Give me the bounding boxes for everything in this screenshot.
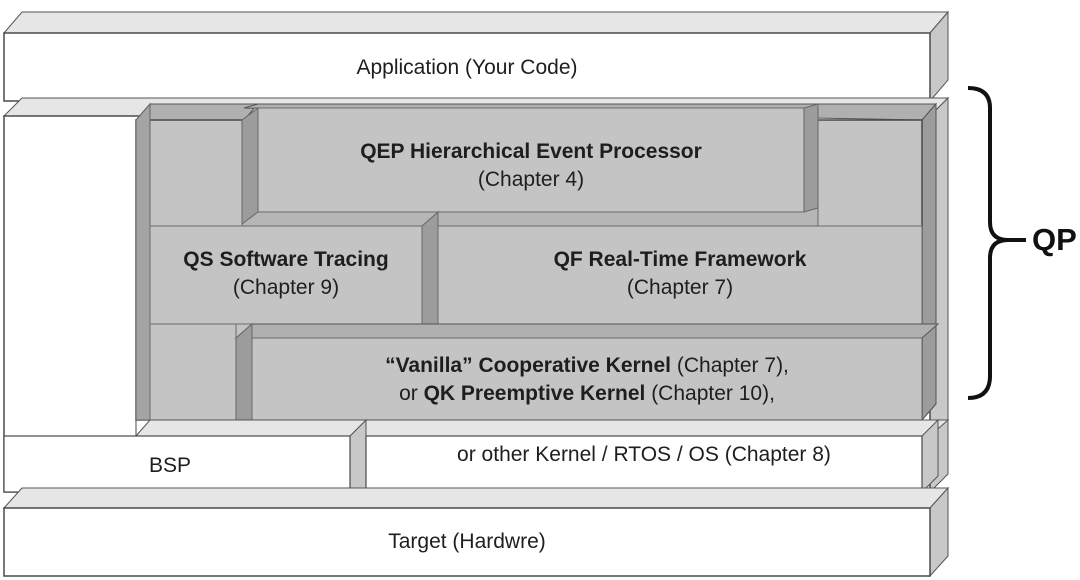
bsp-layer-block	[3, 419, 368, 493]
qp-bracket-label: QP	[1032, 222, 1077, 257]
qep-face	[257, 107, 805, 213]
qf-label: QF Real-Time Framework (Chapter 7)	[438, 246, 922, 302]
rtos-layer-block	[348, 418, 950, 494]
qf-chapter: (Chapter 7)	[626, 276, 734, 299]
kernel-top	[234, 323, 940, 339]
kernel-line-1: “Vanilla” Cooperative Kernel (Chapter 7)…	[385, 354, 789, 377]
qep-title: QEP Hierarchical Event Processor	[360, 140, 702, 163]
qk-kernel-name: QK Preemptive Kernel	[423, 382, 646, 405]
target-layer-label: Target (Hardwre)	[388, 530, 546, 553]
target-layer-top	[2, 487, 950, 509]
vanilla-kernel-name: “Vanilla” Cooperative Kernel	[385, 354, 672, 377]
application-layer-top	[2, 11, 950, 34]
kernel-line-2: or QK Preemptive Kernel (Chapter 10),	[399, 382, 775, 405]
qs-lower-column	[149, 323, 237, 421]
qf-left-depth	[421, 210, 439, 340]
qk-prefix: or	[399, 382, 424, 405]
target-layer-face	[3, 507, 931, 577]
qep-label: QEP Hierarchical Event Processor (Chapte…	[258, 138, 804, 194]
kernel-face	[251, 337, 923, 421]
bsp-layer-top	[134, 419, 368, 437]
bsp-layer-label: BSP	[148, 454, 192, 477]
qp-region-block	[134, 102, 940, 422]
bsp-layer-face	[3, 435, 351, 493]
qk-kernel-chapter: (Chapter 10),	[645, 382, 775, 405]
qp-region-side	[921, 102, 937, 422]
application-layer-block	[2, 10, 950, 103]
application-layer-label: Application (Your Code)	[356, 56, 578, 79]
qs-label: QS Software Tracing (Chapter 9)	[150, 246, 422, 302]
qf-face	[437, 225, 923, 325]
qs-title: QS Software Tracing	[183, 248, 389, 271]
qs-face	[149, 225, 423, 325]
application-layer-face	[3, 32, 931, 102]
kernel-left-depth	[235, 322, 253, 421]
qf-title: QF Real-Time Framework	[553, 248, 807, 271]
rtos-layer-face	[365, 435, 923, 493]
qs-chapter: (Chapter 9)	[232, 276, 340, 299]
qp-bracket	[967, 86, 1026, 400]
qs-column-top	[134, 103, 260, 121]
vanilla-kernel-chapter: (Chapter 7),	[671, 354, 789, 377]
qp-bracket-curve	[967, 86, 1009, 400]
qep-chapter: (Chapter 4)	[477, 168, 585, 191]
rtos-layer-label: or other Kernel / RTOS / OS (Chapter 8)	[457, 443, 831, 466]
rtos-layer-top	[348, 419, 950, 437]
kernel-label: “Vanilla” Cooperative Kernel (Chapter 7)…	[252, 352, 922, 408]
qep-left-depth	[241, 107, 259, 225]
qs-column-left-depth	[135, 102, 151, 421]
qep-right-depth	[803, 103, 819, 213]
target-layer-block	[2, 486, 950, 578]
